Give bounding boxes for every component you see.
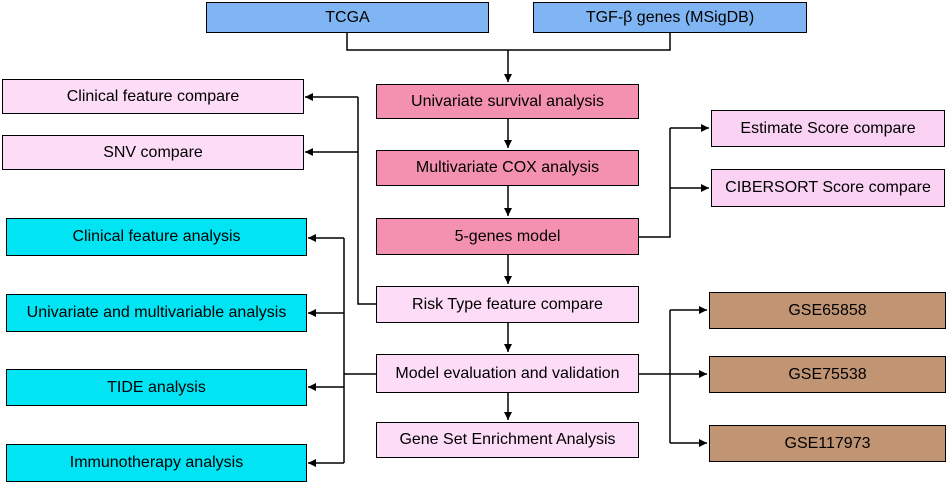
node-gsea: Gene Set Enrichment Analysis: [376, 422, 639, 458]
node-estimate-score: Estimate Score compare: [711, 110, 945, 147]
node-tgf-genes: TGF-β genes (MSigDB): [533, 2, 807, 33]
node-uni-multi-analysis-label: Univariate and multivariable analysis: [26, 304, 287, 321]
node-univariate-survival: Univariate survival analysis: [376, 84, 639, 119]
node-univariate-survival-label: Univariate survival analysis: [411, 92, 604, 110]
node-gsea-label: Gene Set Enrichment Analysis: [399, 431, 616, 448]
node-cibersort-score-label: CIBERSORT Score compare: [725, 179, 931, 196]
node-clinical-feature-analysis: Clinical feature analysis: [6, 218, 307, 256]
node-multivariate-cox-label: Multivariate COX analysis: [415, 159, 600, 176]
connector-5genes-right: [639, 128, 671, 238]
node-multivariate-cox: Multivariate COX analysis: [376, 150, 639, 186]
node-clinical-feature-compare-label: Clinical feature compare: [66, 87, 240, 105]
connector-tcga: [346, 32, 671, 51]
node-clinical-feature-compare: Clinical feature compare: [2, 79, 304, 114]
connector-risk-left: [357, 97, 376, 305]
node-tide-analysis-label: TIDE analysis: [107, 378, 206, 396]
node-tcga-label: TCGA: [325, 8, 370, 26]
node-gse117973: GSE117973: [709, 425, 946, 462]
node-gse65858-label: GSE65858: [788, 301, 867, 319]
node-tcga: TCGA: [206, 2, 489, 33]
node-tgf-genes-label: TGF-β genes (MSigDB): [585, 8, 755, 26]
node-estimate-score-label: Estimate Score compare: [740, 119, 916, 137]
node-snv-compare: SNV compare: [2, 135, 304, 170]
node-5genes-model: 5-genes model: [376, 218, 639, 255]
node-clinical-feature-analysis-label: Clinical feature analysis: [72, 228, 241, 245]
node-gse65858: GSE65858: [709, 292, 946, 329]
node-uni-multi-analysis: Univariate and multivariable analysis: [6, 294, 307, 332]
node-immunotherapy-analysis-label: Immunotherapy analysis: [69, 454, 244, 471]
node-model-evaluation-label: Model evaluation and validation: [395, 364, 620, 382]
node-gse75538: GSE75538: [709, 356, 946, 393]
node-snv-compare-label: SNV compare: [103, 143, 203, 161]
node-risk-type-compare-label: Risk Type feature compare: [412, 295, 603, 313]
node-tide-analysis: TIDE analysis: [6, 369, 307, 406]
node-model-evaluation: Model evaluation and validation: [376, 354, 639, 393]
node-immunotherapy-analysis: Immunotherapy analysis: [6, 444, 307, 482]
node-cibersort-score: CIBERSORT Score compare: [711, 169, 945, 207]
node-5genes-model-label: 5-genes model: [454, 227, 561, 245]
node-gse117973-label: GSE117973: [784, 434, 871, 452]
node-risk-type-compare: Risk Type feature compare: [376, 286, 639, 323]
node-gse75538-label: GSE75538: [788, 365, 867, 383]
